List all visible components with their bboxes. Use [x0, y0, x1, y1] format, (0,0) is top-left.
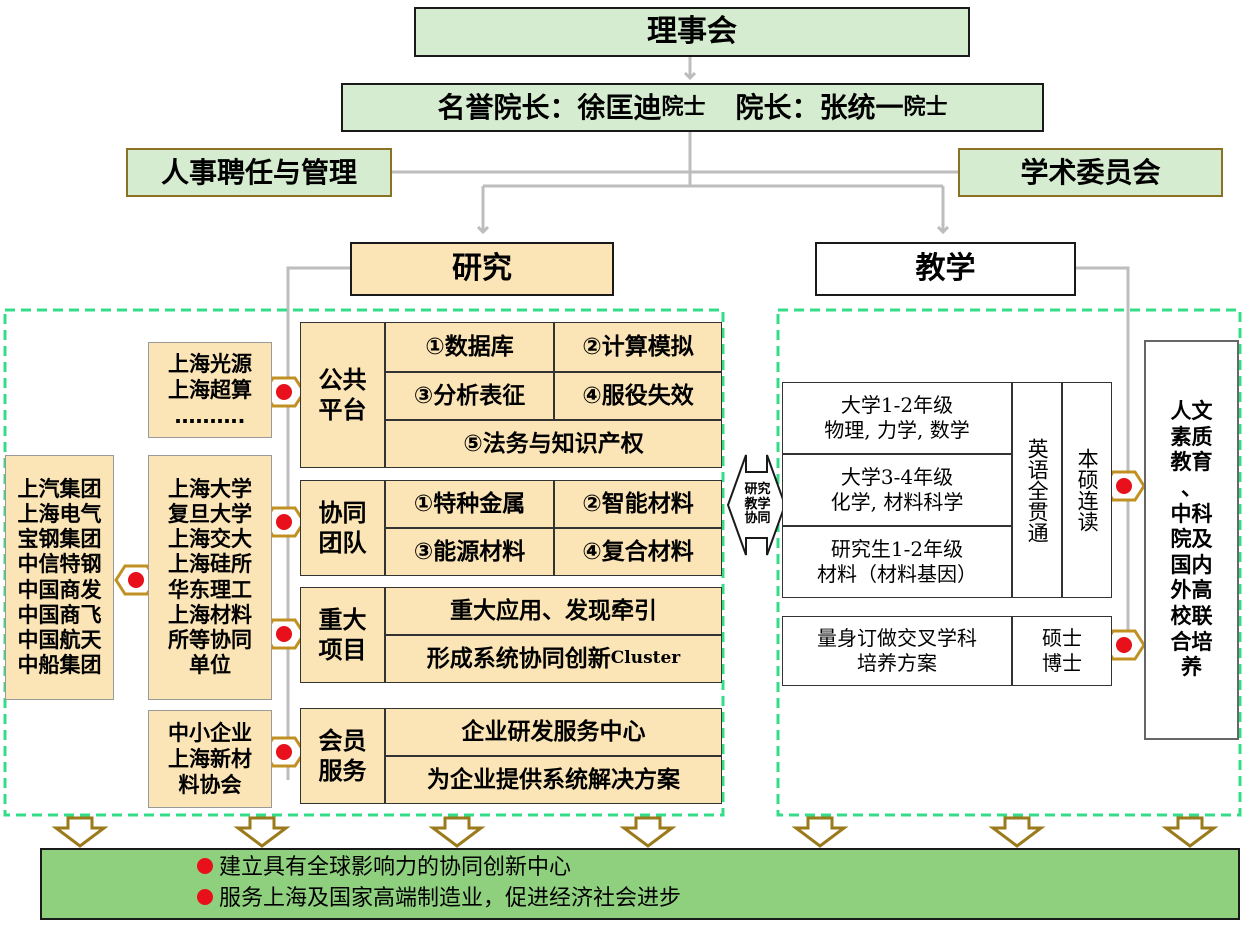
council-label: 理事会	[647, 14, 737, 50]
diamond-connector-humanities-2	[1102, 629, 1146, 661]
partner-companies-box: 上汽集团 上海电气 宝钢集团 中信特钢 中国商发 中国商飞 中国航天 中船集团	[5, 455, 114, 700]
teaching-bachelor-master-text: 本硕连读	[1075, 448, 1100, 532]
president: 院长：张统一	[735, 91, 904, 124]
teaching-row-undergrad-1-2: 大学1-2年级 物理, 力学, 数学	[782, 382, 1012, 454]
down-arrows	[51, 816, 1219, 848]
collab-label: 研究 教学 协同	[730, 470, 785, 540]
partner-universities-text: 上海大学 复旦大学 上海交大 上海硅所 华东理工 上海材料 所等协同 单位	[168, 476, 252, 678]
honorary-president: 名誉院长：徐匡迪	[437, 91, 662, 124]
goal-item-1: 建立具有全球影响力的协同创新中心	[197, 853, 681, 884]
team-item-text: ④复合材料	[582, 538, 694, 565]
teaching-title-box: 教学	[815, 242, 1076, 296]
public-item-characterization: ③分析表征	[385, 372, 554, 420]
member-item-solutions: 为企业提供系统解决方案	[385, 756, 722, 804]
public-item-text: ①数据库	[425, 333, 514, 360]
member-label-box: 会员 服务	[300, 708, 385, 804]
partner-companies-text: 上汽集团 上海电气 宝钢集团 中信特钢 中国商发 中国商飞 中国航天 中船集团	[17, 476, 102, 678]
teaching-degree-text: 硕士 博士	[1042, 626, 1082, 675]
teaching-bachelor-master-cell: 本硕连读	[1062, 382, 1112, 598]
diamond-connector-light	[262, 376, 306, 408]
down-arrow-7	[1161, 816, 1219, 848]
team-item-special-metals: ①特种金属	[385, 480, 554, 528]
partner-universities-box: 上海大学 复旦大学 上海交大 上海硅所 华东理工 上海材料 所等协同 单位	[148, 455, 272, 700]
research-title: 研究	[452, 251, 512, 287]
member-item-text: 为企业提供系统解决方案	[427, 766, 680, 793]
team-item-text: ①特种金属	[413, 490, 526, 517]
public-item-failure: ④服役失效	[554, 372, 722, 420]
public-item-text: ④服役失效	[582, 382, 694, 409]
public-item-simulation: ②计算模拟	[554, 322, 722, 372]
team-item-text: ③能源材料	[413, 538, 526, 565]
major-item-suffix: Cluster	[610, 648, 681, 669]
partner-sme-box: 中小企业 上海新材 料协会	[148, 710, 272, 808]
major-label-box: 重大 项目	[300, 587, 385, 683]
public-item-text: ③分析表征	[413, 382, 526, 409]
public-item-database: ①数据库	[385, 322, 554, 372]
member-label: 会员 服务	[318, 727, 367, 785]
public-item-legal: ⑤法务与知识产权	[385, 420, 722, 468]
collab-label-text: 研究 教学 协同	[744, 481, 771, 527]
public-platform-label: 公共 平台	[318, 366, 367, 424]
goal-item-2: 服务上海及国家高端制造业，促进经济社会进步	[197, 884, 681, 915]
team-item-composites: ④复合材料	[554, 528, 722, 576]
humanities-box: 人文 素质 教育 、 中科 院及 国内 外高 校联 合培 养	[1144, 340, 1239, 740]
major-item-text: 重大应用、发现牵引	[450, 597, 657, 624]
council-box: 理事会	[414, 7, 970, 57]
diamond-connector-universities	[262, 506, 306, 538]
public-platform-label-box: 公共 平台	[300, 322, 385, 468]
down-arrow-2	[233, 816, 291, 848]
down-arrow-1	[51, 816, 109, 848]
hr-box: 人事聘任与管理	[126, 148, 392, 197]
down-arrow-3	[428, 816, 486, 848]
member-item-text: 企业研发服务中心	[461, 718, 646, 745]
goal-bullet-1	[197, 858, 213, 875]
team-item-text: ②智能材料	[582, 490, 694, 517]
partner-sme-text: 中小企业 上海新材 料协会	[168, 720, 252, 798]
team-item-energy-materials: ③能源材料	[385, 528, 554, 576]
public-item-text: ⑤法务与知识产权	[463, 430, 644, 457]
partner-light-box: 上海光源 上海超算 ……….	[148, 342, 272, 438]
teaching-row-graduate: 研究生1-2年级 材料（材料基因）	[782, 526, 1012, 598]
honorary-title: 院士	[661, 94, 706, 120]
team-label: 协同 团队	[318, 499, 367, 557]
down-arrow-4	[619, 816, 677, 848]
line-research-spine	[286, 266, 350, 780]
teaching-row-text: 研究生1-2年级 材料（材料基因）	[817, 537, 977, 586]
humanities-text: 人文 素质 教育 、 中科 院及 国内 外高 校联 合培 养	[1170, 399, 1213, 680]
team-item-smart-materials: ②智能材料	[554, 480, 722, 528]
teaching-row-text: 大学3-4年级 化学, 材料科学	[830, 465, 964, 514]
teaching-dashed-region	[776, 308, 1242, 817]
goals-bar: 建立具有全球影响力的协同创新中心 服务上海及国家高端制造业，促进经济社会进步	[40, 848, 1240, 920]
major-item-text: 形成系统协同创新	[426, 645, 611, 672]
down-arrow-6	[988, 816, 1046, 848]
partner-light-text: 上海光源 上海超算 ……….	[168, 351, 252, 429]
teaching-row-text: 大学1-2年级 物理, 力学, 数学	[824, 393, 970, 442]
member-item-rd-center: 企业研发服务中心	[385, 708, 722, 756]
major-label: 重大 项目	[318, 606, 367, 664]
teaching-custom-text: 量身订做交叉学科 培养方案	[817, 626, 977, 675]
goal-text-1: 建立具有全球影响力的协同创新中心	[219, 855, 572, 881]
hr-label: 人事聘任与管理	[160, 156, 357, 189]
goal-text-2: 服务上海及国家高端制造业，促进经济社会进步	[219, 886, 682, 911]
goal-bullet-2	[197, 889, 213, 905]
teaching-custom-plan: 量身订做交叉学科 培养方案	[782, 616, 1012, 686]
academic-committee-label: 学术委员会	[1020, 156, 1161, 189]
teaching-degree-cell: 硕士 博士	[1012, 616, 1112, 686]
major-item-application: 重大应用、发现牵引	[385, 587, 722, 635]
down-arrow-5	[791, 816, 849, 848]
leaders-box: 名誉院长：徐匡迪院士 院长：张统一院士	[341, 83, 1044, 132]
academic-committee-box: 学术委员会	[958, 148, 1223, 197]
teaching-english-text: 英语全贯通	[1025, 437, 1050, 543]
research-title-box: 研究	[350, 242, 614, 296]
president-title: 院士	[903, 94, 948, 120]
team-label-box: 协同 团队	[300, 480, 385, 576]
public-item-text: ②计算模拟	[582, 333, 694, 360]
line-teaching-spine	[1076, 266, 1130, 640]
teaching-english-cell: 英语全贯通	[1012, 382, 1062, 598]
teaching-row-undergrad-3-4: 大学3-4年级 化学, 材料科学	[782, 454, 1012, 526]
teaching-title: 教学	[915, 251, 976, 287]
